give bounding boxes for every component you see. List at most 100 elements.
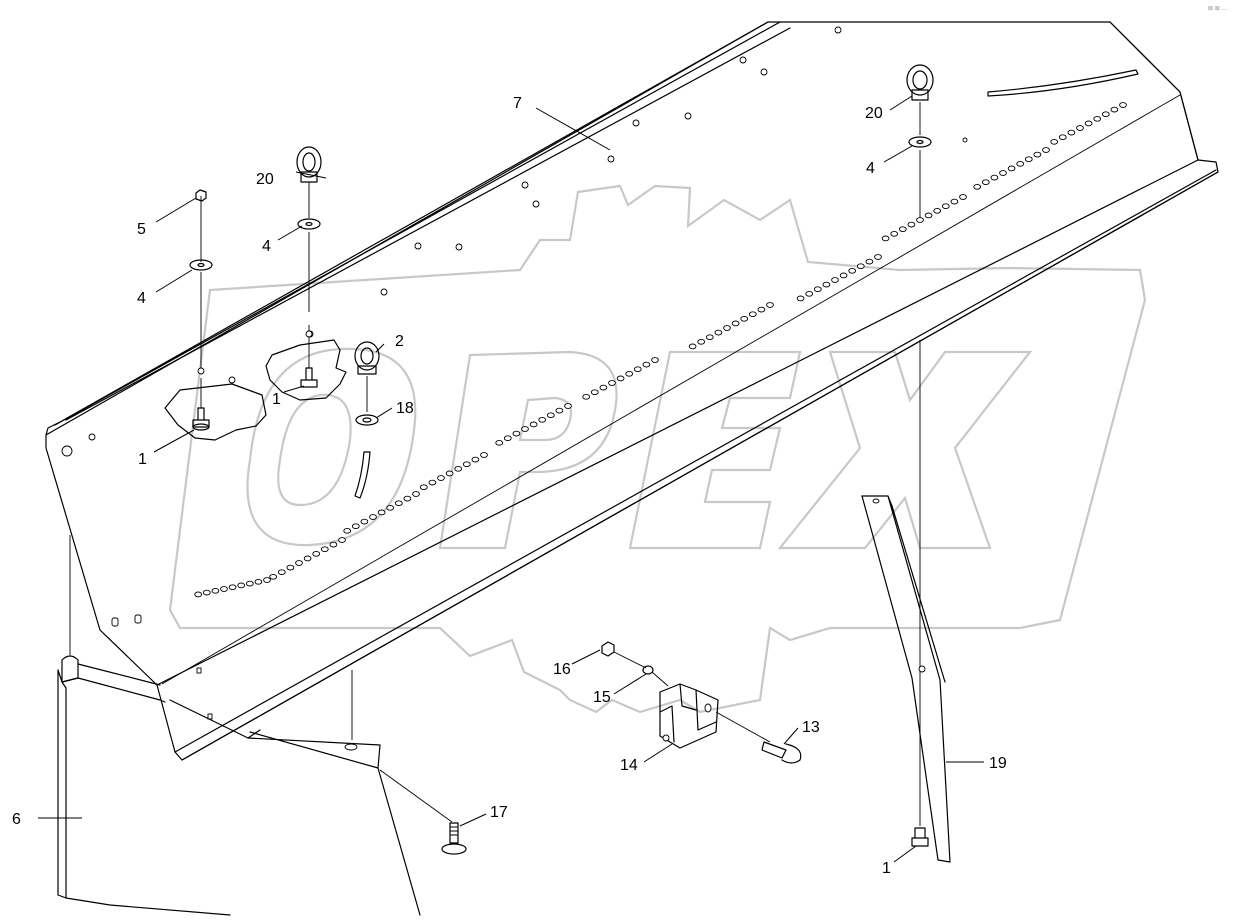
panel-hole: [529, 421, 538, 428]
callout-4-b: 4: [262, 238, 271, 255]
panel-hole: [61, 445, 73, 457]
panel-hole: [723, 325, 731, 331]
panel-hole: [254, 578, 263, 585]
panel-hole: [329, 541, 338, 548]
watermark-letter-X: [777, 350, 1033, 550]
panel-hole: [277, 569, 286, 576]
panel-scattered-holes: [197, 26, 968, 384]
corner-mark: ⊠ ⊠ ....: [1208, 6, 1228, 12]
panel-hole: [1119, 102, 1127, 108]
panel-hole: [377, 509, 386, 516]
panel-hole: [369, 514, 377, 520]
panel-hole: [950, 198, 959, 205]
panel-hole: [822, 281, 831, 288]
panel-hole: [211, 587, 220, 594]
fastener-stack-middle: [296, 146, 322, 388]
panel-hole: [1007, 165, 1016, 172]
panel-hole: [973, 183, 982, 190]
bolt-17: [379, 769, 467, 855]
callout-15: 15: [593, 689, 611, 706]
bolt-icon: [911, 827, 929, 847]
leader-lines: [38, 95, 984, 863]
fastener-stack-left: [189, 189, 213, 431]
panel-slot: [111, 617, 119, 627]
panel-hole: [856, 263, 865, 270]
hinge-assembly: [601, 641, 802, 764]
panel-hole: [360, 518, 369, 525]
panel-hole: [538, 416, 547, 423]
panel-hole: [564, 403, 572, 409]
eye-bolt-assembly-2: [354, 341, 380, 499]
panel-hole: [1101, 111, 1110, 118]
panel-hole: [990, 174, 999, 181]
bracket-arm: [77, 663, 421, 916]
panel-hole: [555, 407, 564, 414]
panel-hole: [386, 504, 395, 511]
strap-19: [861, 495, 951, 863]
panel-hole: [312, 550, 321, 557]
panel-hole: [865, 258, 874, 265]
opex-watermark-logo: [168, 184, 1147, 714]
panel-hole: [1016, 160, 1025, 167]
panel-hole: [428, 479, 437, 486]
callout-17: 17: [490, 804, 508, 821]
panel-hole: [202, 589, 211, 596]
panel-hole: [412, 491, 420, 497]
panel-hole: [941, 203, 950, 210]
watermark-letter-O: [246, 347, 417, 547]
panel-hole: [295, 560, 303, 566]
panel-hole: [999, 170, 1007, 176]
washer-icon: [355, 414, 379, 426]
panel-hole: [813, 286, 822, 293]
panel-hole: [898, 226, 907, 233]
panel-hole: [521, 426, 529, 432]
washer-icon: [297, 218, 321, 230]
panel-hole: [916, 217, 924, 223]
panel-hole: [1058, 134, 1067, 141]
panel-hole: [194, 591, 203, 598]
panel-hole: [582, 393, 591, 400]
panel-hole: [320, 546, 329, 553]
washer-icon: [908, 136, 932, 148]
panel-hole: [981, 179, 990, 186]
panel-hole: [495, 439, 504, 446]
panel-top-rail: [45, 21, 791, 436]
panel-hole: [338, 537, 346, 543]
panel-hole: [462, 461, 471, 468]
panel-hole: [625, 370, 634, 377]
panel-hole: [874, 254, 882, 260]
panel-hole-rows: [194, 102, 1127, 598]
canopy-panel: [45, 21, 1219, 761]
panel-hole: [831, 277, 839, 283]
panel-hole: [848, 267, 857, 274]
panel-hole: [419, 484, 428, 491]
callout-7: 7: [513, 95, 522, 112]
panel-hole: [890, 230, 899, 237]
hinge-bracket-14: [659, 683, 719, 749]
panel-hole: [748, 311, 757, 318]
callout-2: 2: [395, 333, 404, 350]
panel-hole: [303, 555, 312, 562]
fastener-stack-right: [906, 64, 934, 847]
watermark-gear: [168, 184, 1147, 714]
callout-14: 14: [620, 757, 638, 774]
panel-hole: [245, 580, 254, 587]
panel-hole: [351, 523, 360, 530]
panel-hole: [907, 221, 916, 228]
panel-hole: [1033, 151, 1042, 158]
callout-4-c: 4: [866, 160, 875, 177]
panel-slot: [196, 667, 202, 674]
panel-hole: [1093, 115, 1102, 122]
panel-hole: [1110, 106, 1119, 113]
callout-1-c: 1: [882, 860, 891, 877]
panel-hole: [959, 194, 967, 200]
bracket-plate: [57, 669, 231, 916]
bolt-icon: [300, 367, 318, 388]
panel-hole: [1024, 156, 1033, 163]
panel-hole: [445, 470, 454, 477]
panel-front-flange: [156, 159, 1219, 761]
eye-bolt-icon: [906, 64, 934, 96]
panel-hole: [933, 207, 942, 214]
